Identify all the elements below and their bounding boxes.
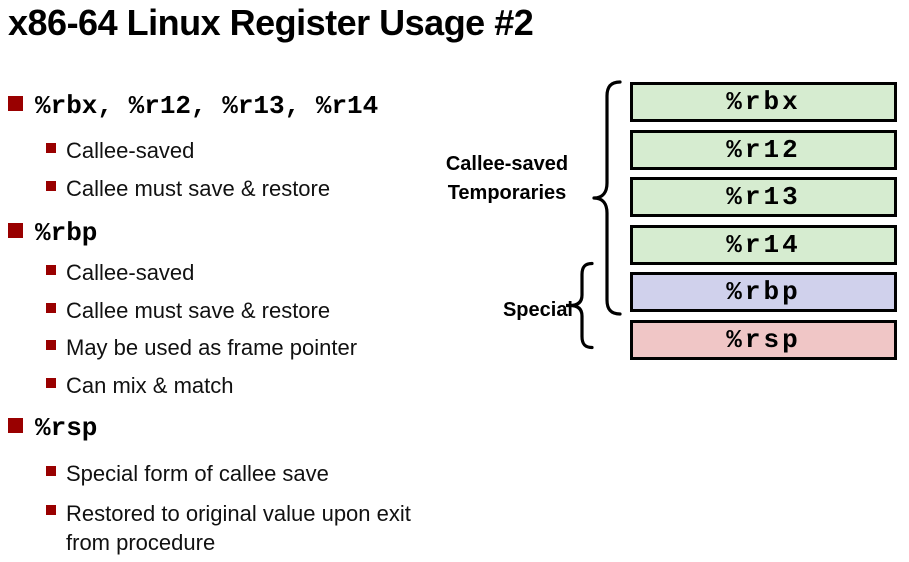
bullet-text: Callee-saved — [66, 260, 195, 285]
register-box-rsp: %rsp — [630, 320, 897, 360]
register-box-rbp: %rbp — [630, 272, 897, 312]
register-box-r14: %r14 — [630, 225, 897, 265]
bullet-text: Special form of callee save — [66, 461, 329, 486]
sub-bullet-square-icon — [46, 466, 56, 476]
register-label: %r12 — [726, 135, 801, 165]
bullet-text: Callee must save & restore — [66, 298, 331, 323]
bullet-square-icon — [8, 418, 23, 433]
bullet-text: %rbx, %r12, %r13, %r14 — [35, 91, 379, 121]
brace-label-callee-saved-temporaries: Callee-saved Temporaries — [445, 153, 569, 204]
bullet-text: May be used as frame pointer — [66, 335, 358, 360]
register-label: %rbp — [726, 277, 801, 307]
sub-bullet-square-icon — [46, 303, 56, 313]
curly-brace-small-icon — [566, 261, 594, 350]
register-box-rbx: %rbx — [630, 82, 897, 122]
bullet-text: Can mix & match — [66, 373, 234, 398]
curly-brace-large-icon — [592, 80, 622, 316]
sub-bullet-square-icon — [46, 143, 56, 153]
bullet-text: Callee-saved — [66, 138, 195, 163]
sub-bullet-square-icon — [46, 181, 56, 191]
bullet-text: %rsp — [35, 413, 98, 443]
brace-label-special: Special — [502, 299, 573, 321]
page-title: x86-64 Linux Register Usage #2 — [8, 2, 534, 43]
register-label: %rbx — [726, 87, 801, 117]
bullet-square-icon — [8, 96, 23, 111]
sub-bullet-square-icon — [46, 505, 56, 515]
bullet-square-icon — [8, 223, 23, 238]
register-box-r12: %r12 — [630, 130, 897, 170]
bullet-text: %rbp — [35, 218, 98, 248]
register-label: %r13 — [726, 182, 801, 212]
bullet-text: Callee must save & restore — [66, 176, 331, 201]
register-label: %r14 — [726, 230, 801, 260]
register-box-r13: %r13 — [630, 177, 897, 217]
bullet-text: Restored to original value upon exit fro… — [66, 501, 411, 555]
sub-bullet-square-icon — [46, 340, 56, 350]
register-label: %rsp — [726, 325, 801, 355]
sub-bullet-square-icon — [46, 378, 56, 388]
sub-bullet-square-icon — [46, 265, 56, 275]
